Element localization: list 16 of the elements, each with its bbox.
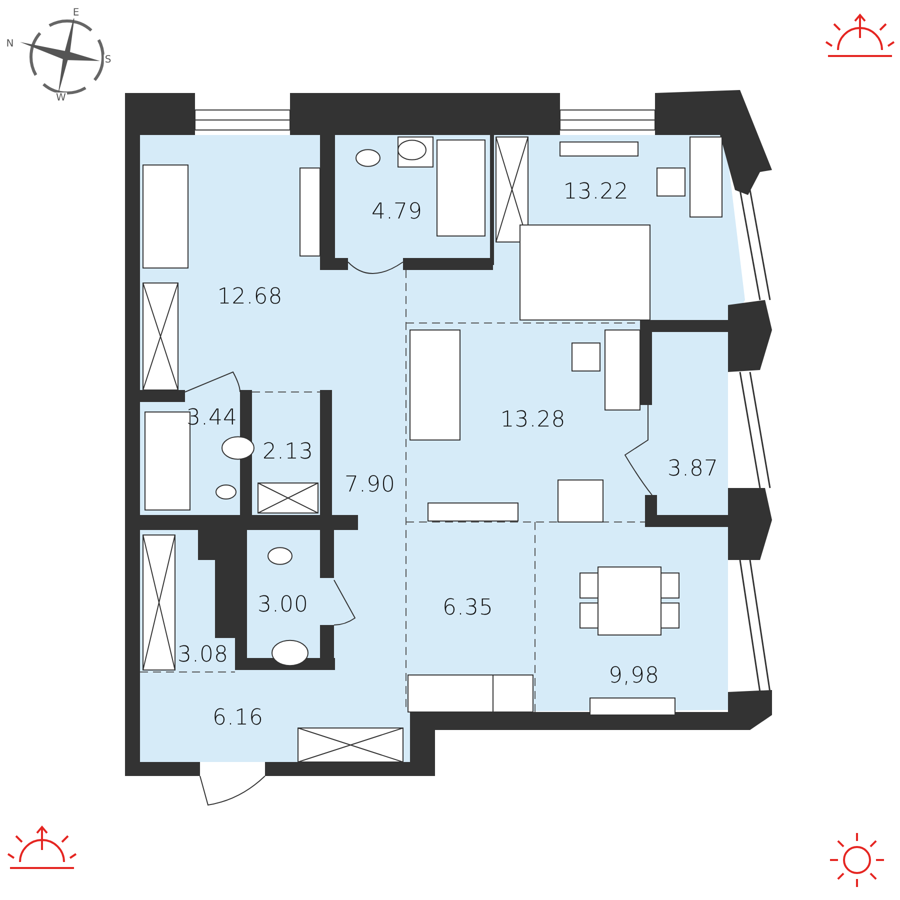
- room-area: 9,98: [608, 664, 660, 688]
- room-area: 6.16: [212, 706, 264, 730]
- compass-letter: S: [104, 54, 112, 66]
- room-area: 4.79: [372, 200, 422, 224]
- room-area: 2.13: [262, 440, 314, 464]
- room-area: 13.28: [500, 408, 566, 432]
- compass-letter: W: [55, 92, 67, 104]
- room-area: 6.35: [442, 596, 494, 620]
- room-area: 3.00: [258, 592, 308, 618]
- room-area: 3.87: [668, 456, 718, 482]
- compass-letter: E: [72, 8, 80, 18]
- room-area: 3.08: [178, 642, 228, 668]
- room-area: 13.22: [563, 180, 629, 204]
- room-area: 7.90: [344, 472, 396, 498]
- room-area: 12.68: [217, 284, 283, 310]
- compass-letter: N: [5, 38, 15, 50]
